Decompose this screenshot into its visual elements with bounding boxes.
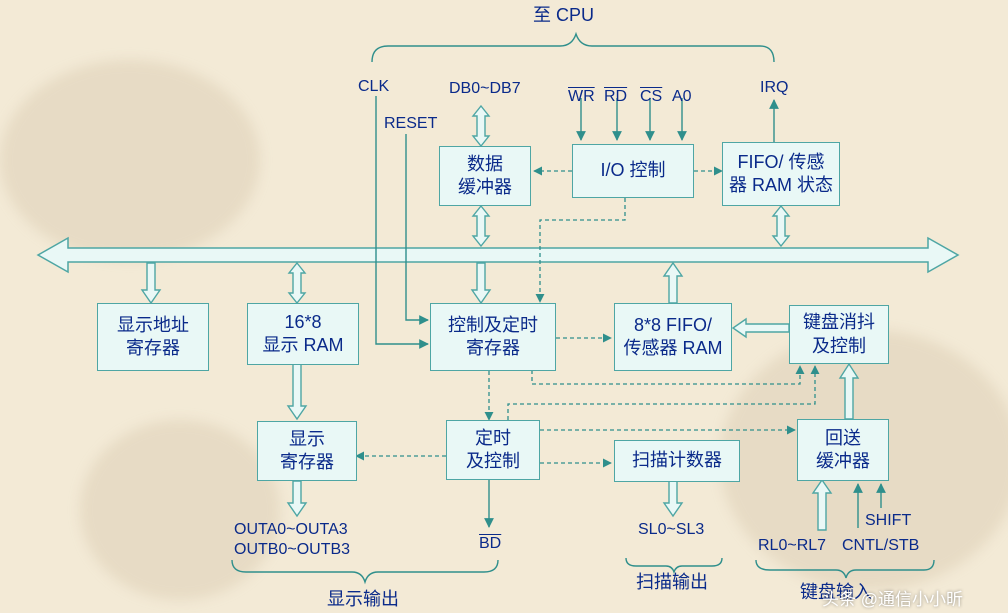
timing-control-block: 定时及控制	[446, 420, 540, 480]
scan-sl-arrow	[662, 480, 684, 518]
rl-arrow	[811, 478, 833, 531]
system-bus	[36, 236, 960, 274]
rd-label: RD	[604, 88, 628, 105]
cpu-brace	[371, 31, 775, 63]
bus-ctrl-arrow	[470, 262, 492, 305]
keyboard-debounce-block: 键盘消抖及控制	[789, 305, 889, 364]
cntl-label: CNTL/STB	[842, 537, 920, 554]
keyboard-input-brace	[755, 559, 935, 579]
outa-label: OUTA0~OUTA3	[234, 521, 348, 538]
cs-label: CS	[640, 88, 663, 105]
wr-label: WR	[568, 88, 595, 105]
to-cpu-label: 至 CPU	[533, 5, 595, 25]
display-output-brace	[231, 559, 499, 585]
db-bus-arrow	[471, 104, 491, 148]
a0-label: A0	[672, 88, 692, 105]
reg-out-arrow	[286, 480, 308, 518]
fifo-ram-bus-arrow	[662, 261, 684, 304]
fifo-status-bus-arrow	[771, 204, 791, 248]
shift-label: SHIFT	[865, 512, 912, 529]
clk-label: CLK	[358, 78, 390, 95]
outb-label: OUTB0~OUTB3	[234, 541, 351, 558]
scan-output-label: 扫描输出	[636, 572, 708, 592]
display-register-block: 显示寄存器	[257, 421, 357, 481]
data-buffer-block: 数据缓冲器	[439, 146, 531, 206]
fifo-sensor-ram-block: 8*8 FIFO/传感器 RAM	[614, 303, 732, 371]
irq-label: IRQ	[760, 79, 789, 96]
db-label: DB0~DB7	[449, 80, 521, 97]
sl-label: SL0~SL3	[638, 521, 705, 538]
bd-label: BD	[479, 535, 502, 552]
control-timing-register-block: 控制及定时寄存器	[430, 303, 556, 371]
debounce-fifo-arrow	[731, 317, 790, 339]
io-control-block: I/O 控制	[572, 144, 694, 198]
bus-display-ram-arrow	[287, 261, 307, 305]
scan-output-brace	[625, 557, 723, 575]
ram-reg-arrow	[286, 363, 308, 421]
rl-label: RL0~RL7	[758, 537, 827, 554]
scan-counter-block: 扫描计数器	[614, 440, 740, 482]
return-debounce-arrow	[838, 362, 860, 420]
bus-display-addr-arrow	[140, 262, 162, 305]
return-buffer-block: 回送缓冲器	[797, 419, 889, 481]
display-address-register-block: 显示地址寄存器	[97, 303, 209, 371]
buffer-bus-arrow	[471, 204, 491, 248]
reset-label: RESET	[384, 115, 438, 132]
keyboard-input-label: 键盘输入	[800, 582, 872, 602]
fifo-status-block: FIFO/ 传感器 RAM 状态	[722, 142, 840, 206]
display-output-label: 显示输出	[327, 589, 399, 609]
watermark: 头条 @通信小小昕	[822, 590, 963, 609]
